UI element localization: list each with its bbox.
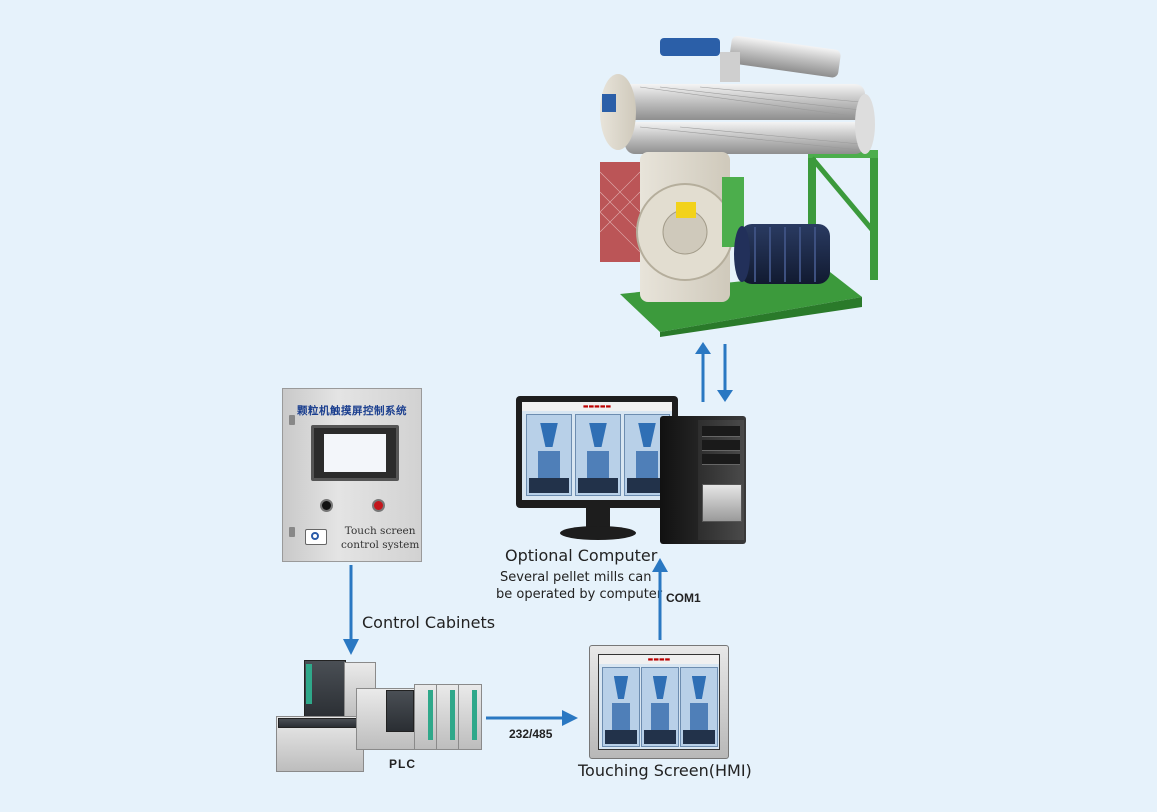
label-optional-computer: Optional Computer bbox=[505, 546, 658, 565]
black-button-icon bbox=[320, 499, 333, 512]
cabinet-title: 颗粒机触摸屏控制系统 bbox=[297, 405, 407, 417]
monitor-base bbox=[560, 526, 636, 540]
screen-header-bar: ▬▬▬▬▬ bbox=[522, 402, 672, 411]
plc-modules bbox=[276, 660, 482, 772]
hmi-touch-panel: ▬▬▬▬ bbox=[589, 645, 729, 759]
arrow-cabinet-to-plc bbox=[343, 565, 359, 655]
cabinet-text: Touch screen control system bbox=[341, 525, 420, 551]
bidirectional-arrows bbox=[695, 342, 733, 402]
arrow-plc-to-hmi bbox=[486, 710, 578, 726]
label-232-485: 232/485 bbox=[509, 727, 553, 741]
pellet-mill-icon bbox=[599, 35, 878, 337]
red-button-icon bbox=[372, 499, 385, 512]
arrow-hmi-to-computer bbox=[652, 558, 668, 640]
cabinet-screen bbox=[311, 425, 399, 481]
hmi-screen-header: ▬▬▬▬ bbox=[599, 655, 719, 664]
label-control-cabinets: Control Cabinets bbox=[362, 613, 496, 632]
label-several-mills-1: Several pellet mills can bbox=[500, 570, 652, 585]
pellet-mill-image bbox=[580, 32, 890, 337]
monitor-stand bbox=[586, 508, 610, 530]
logo-icon bbox=[305, 529, 327, 545]
computer-monitor: ▬▬▬▬▬ bbox=[516, 396, 678, 508]
label-touching-screen: Touching Screen(HMI) bbox=[578, 761, 752, 780]
control-cabinet: 颗粒机触摸屏控制系统 Touch screen control system bbox=[282, 388, 422, 562]
label-several-mills-2: be operated by computer bbox=[496, 587, 663, 602]
label-plc: PLC bbox=[389, 757, 416, 771]
computer-tower bbox=[660, 416, 746, 544]
label-com1: COM1 bbox=[666, 591, 701, 605]
